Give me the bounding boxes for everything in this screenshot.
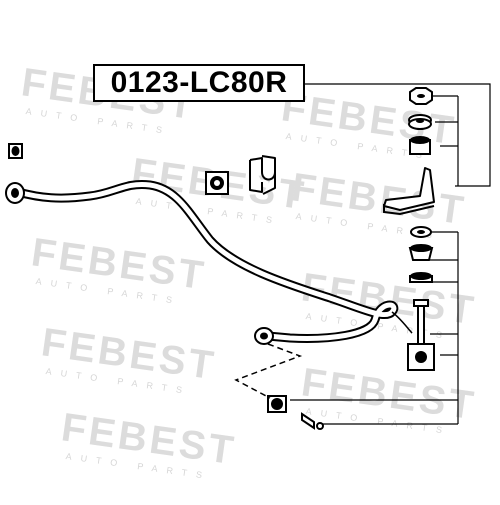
- stabilizer-bar-fill: [15, 181, 397, 341]
- link-bushing-lower: [410, 226, 432, 238]
- stabilizer-bushing-left: [8, 143, 23, 159]
- assembly-dash-lines: [234, 343, 303, 399]
- link-nut: [409, 87, 433, 105]
- link-bracket: [383, 167, 435, 216]
- callout-line-bottom-group: [290, 232, 459, 425]
- watermark-3: FEBEST AUTO PARTS: [29, 230, 209, 306]
- bar-arm-tip: [391, 311, 413, 334]
- callout-lines: [290, 83, 491, 425]
- bar-end-hole-right: [260, 332, 268, 340]
- link-washer: [408, 114, 432, 130]
- stabilizer-bar: [5, 179, 413, 345]
- link-pin: [301, 412, 324, 430]
- part-number-label: 0123-LC80R: [93, 64, 305, 102]
- bushing-bracket: [249, 155, 276, 195]
- stabilizer-bushing-center: [205, 171, 229, 195]
- watermark-8: FEBEST AUTO PARTS: [59, 405, 239, 481]
- link-bushing-upper: [409, 136, 431, 155]
- link-bushing-lower-2: [409, 272, 433, 283]
- callout-line-top-group: [305, 83, 491, 187]
- watermark-6: FEBEST AUTO PARTS: [39, 320, 219, 396]
- link-sleeve-bushing: [267, 395, 287, 413]
- callout-line-top-ticks: [428, 95, 459, 186]
- bar-end-hole-left: [11, 188, 19, 198]
- link-rod: [407, 299, 435, 371]
- callout-line-mid-ticks: [430, 231, 458, 335]
- link-cup: [408, 244, 434, 261]
